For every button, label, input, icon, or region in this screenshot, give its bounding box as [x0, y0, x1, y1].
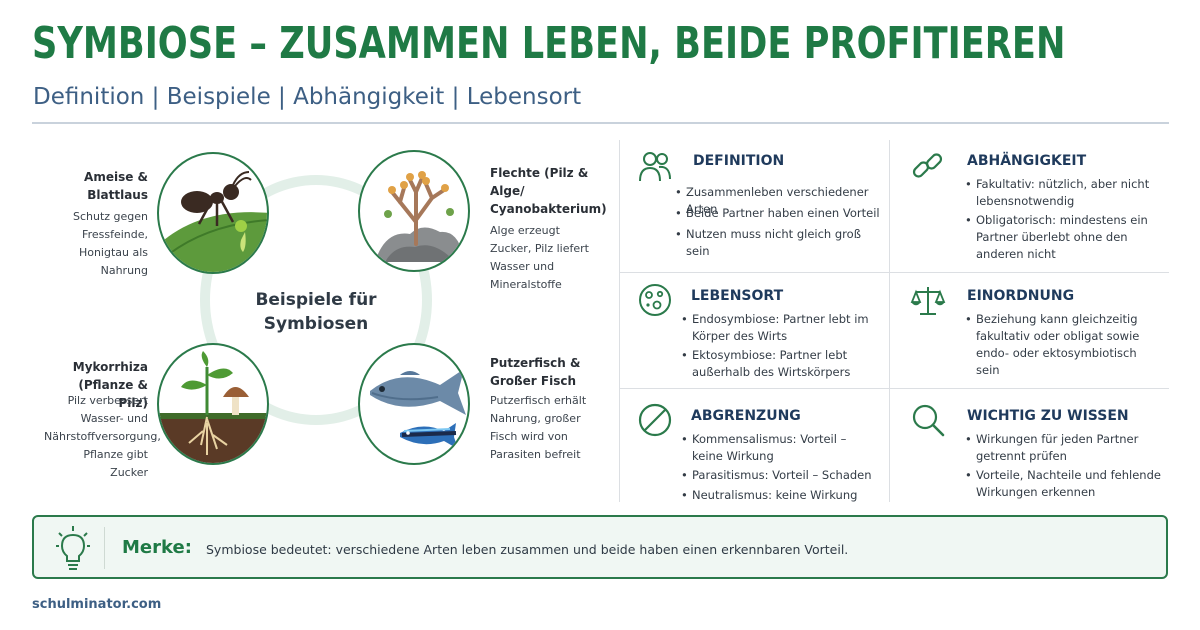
- lightbulb-icon: [56, 526, 90, 570]
- definition-bullet-2: Beide Partner haben einen Vorteil: [675, 205, 885, 222]
- section-title-definition: DEFINITION: [693, 153, 785, 169]
- example-title-ant: Ameise & Blattlaus: [84, 170, 148, 202]
- page-title: SYMBIOSE – ZUSAMMEN LEBEN, BEIDE PROFITI…: [32, 18, 1066, 69]
- merke-box: Merke: Symbiose bedeutet: verschiedene A…: [32, 515, 1168, 579]
- ant-aphid-icon: [157, 152, 269, 274]
- section-title-dependency: ABHÄNGIGKEIT: [967, 153, 1087, 169]
- example-text-ant: Schutz gegen Fressfeinde, Honigtau als N…: [72, 210, 148, 277]
- merke-separator: [104, 527, 105, 569]
- dependency-bullet-1: Fakultativ: nützlich, aber nicht lebensn…: [965, 176, 1160, 210]
- grid-divider-row1: [619, 272, 1169, 273]
- prohibited-icon: [638, 403, 672, 437]
- scale-icon: [910, 287, 946, 315]
- habitat-bullet-2: Ektosymbiose: Partner lebt außerhalb des…: [681, 347, 871, 381]
- section-title-habitat: LEBENSORT: [691, 288, 784, 304]
- grid-divider-left: [619, 140, 620, 502]
- plant-fungus-icon: [157, 343, 269, 465]
- example-text-fish: Putzerfisch erhält Nahrung, großer Fisch…: [490, 394, 587, 461]
- example-title-lichen: Flechte (Pilz & Alge/ Cyanobakterium): [490, 166, 607, 216]
- header-divider: [32, 122, 1169, 124]
- merke-label: Merke:: [122, 537, 192, 558]
- distinction-bullet-3: Neutralismus: keine Wirkung: [681, 487, 881, 504]
- grid-divider-middle: [889, 140, 890, 502]
- footer-site: schulminator.com: [32, 597, 162, 612]
- link-icon: [912, 153, 943, 178]
- example-title-mycorrhiza: Mykorrhiza (Pflanze & Pilz): [72, 360, 148, 410]
- grid-divider-row2: [619, 388, 1169, 389]
- cell-icon: [639, 284, 671, 316]
- magnifier-icon: [912, 404, 945, 437]
- distinction-bullet-2: Parasitismus: Vorteil – Schaden: [681, 467, 881, 484]
- dependency-bullet-2: Obligatorisch: mindestens ein Partner üb…: [965, 212, 1160, 263]
- example-text-mycorrhiza: Pilz verbessert Wasser- und Nährstoffver…: [44, 394, 161, 479]
- important-bullet-1: Wirkungen für jeden Partner getrennt prü…: [965, 431, 1155, 465]
- lichen-icon: [358, 150, 470, 272]
- important-bullet-2: Vorteile, Nachteile und fehlende Wirkung…: [965, 467, 1165, 501]
- example-title-fish: Putzerfisch & Großer Fisch: [490, 356, 581, 388]
- section-title-classification: EINORDNUNG: [967, 288, 1075, 304]
- examples-ring: [200, 175, 432, 425]
- habitat-bullet-1: Endosymbiose: Partner lebt im Körper des…: [681, 311, 871, 345]
- people-icon: [639, 152, 671, 182]
- example-text-lichen: Alge erzeugt Zucker, Pilz liefert Wasser…: [490, 224, 589, 291]
- section-title-important: WICHTIG ZU WISSEN: [967, 408, 1129, 424]
- definition-bullet-3: Nutzen muss nicht gleich groß sein: [675, 226, 885, 260]
- distinction-bullet-1: Kommensalismus: Vorteil – keine Wirkung: [681, 431, 866, 465]
- fish-icon: [358, 343, 470, 465]
- classification-bullet-1: Beziehung kann gleichzeitig fakultativ o…: [965, 311, 1150, 379]
- merke-text: Symbiose bedeutet: verschiedene Arten le…: [206, 542, 849, 557]
- page-subtitle: Definition | Beispiele | Abhängigkeit | …: [33, 84, 582, 110]
- examples-center-label: Beispiele für Symbiosen: [255, 290, 377, 334]
- section-title-distinction: ABGRENZUNG: [691, 408, 801, 424]
